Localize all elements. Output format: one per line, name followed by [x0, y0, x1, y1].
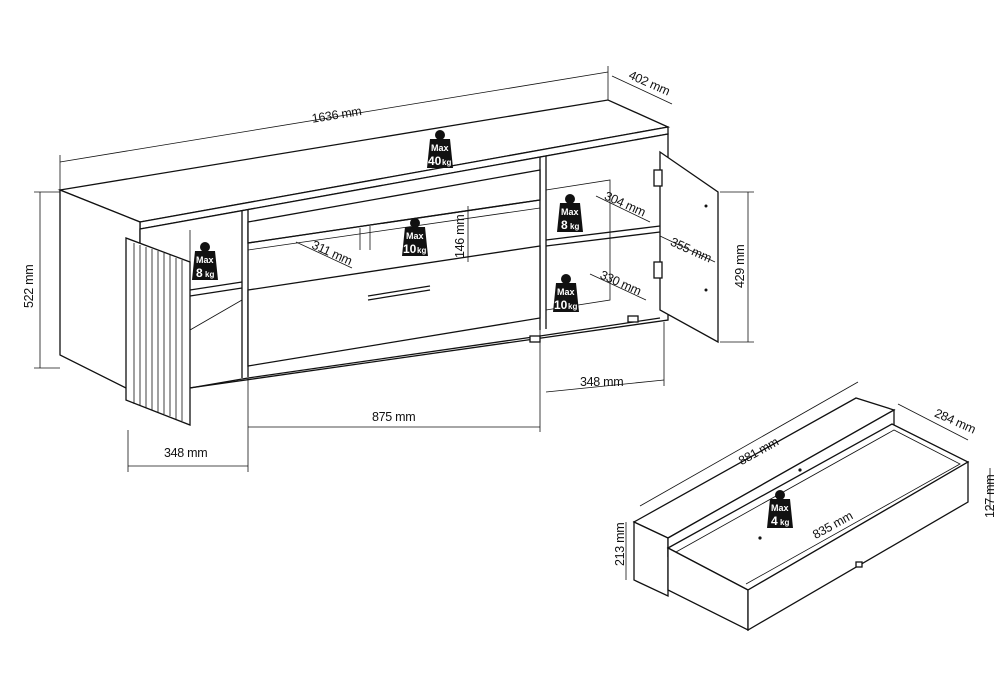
svg-text:kg: kg	[442, 158, 451, 167]
drawer-box-front	[747, 460, 969, 632]
svg-text:40: 40	[428, 154, 442, 168]
svg-text:8: 8	[561, 218, 568, 232]
hinge-top	[653, 169, 663, 187]
drawer-inner-rim	[675, 429, 961, 585]
svg-text:kg: kg	[417, 246, 426, 255]
svg-text:10: 10	[554, 298, 568, 312]
dim-left-width: 348 mm	[164, 446, 207, 460]
weight-icon-middle-shelf: Max 10 kg	[402, 218, 428, 256]
weight-icon-left-shelf: Max 8 kg	[192, 242, 218, 280]
svg-text:8: 8	[196, 266, 203, 280]
left-shelf-line	[189, 281, 243, 291]
leg-mid	[529, 335, 541, 343]
drawer-latch	[855, 561, 863, 568]
weight-icon-right-lower: Max 10 kg	[553, 274, 579, 312]
drawer-handle	[367, 285, 431, 297]
left-shelf-line-2	[189, 287, 243, 297]
hinge-bottom	[653, 261, 663, 279]
dim-niche-height: 146 mm	[453, 215, 467, 258]
dim-drawer-depth: 284 mm	[932, 406, 977, 436]
dim-middle-width: 875 mm	[372, 410, 415, 424]
dim-right-width: 348 mm	[580, 375, 623, 389]
svg-text:Max: Max	[431, 143, 449, 153]
drawer-detail	[625, 381, 991, 632]
leg-right	[627, 315, 639, 323]
door-dot-2	[704, 288, 708, 292]
middle-shelf-back	[247, 207, 541, 251]
dim-width-total: 1636 mm	[311, 104, 363, 126]
svg-text:Max: Max	[196, 255, 214, 265]
right-door[interactable]	[659, 150, 719, 344]
weight-icon-right-upper: Max 8 kg	[557, 194, 583, 232]
svg-text:kg: kg	[205, 270, 214, 279]
svg-text:Max: Max	[557, 287, 575, 297]
svg-text:10: 10	[403, 242, 417, 256]
svg-text:Max: Max	[561, 207, 579, 217]
dim-drawer-front-height: 213 mm	[613, 523, 627, 566]
dimension-lines	[34, 66, 754, 472]
right-shelf-2	[545, 231, 661, 247]
plinth	[189, 317, 661, 389]
middle-shelf-edge	[247, 199, 541, 244]
drawer-handle-2	[367, 289, 431, 301]
svg-text:Max: Max	[406, 231, 424, 241]
dim-drawer-side-height: 127 mm	[983, 475, 997, 518]
door-slats	[133, 243, 183, 421]
svg-text:Max: Max	[771, 503, 789, 513]
right-shelf	[545, 225, 661, 241]
svg-text:4: 4	[771, 514, 778, 528]
svg-text:kg: kg	[568, 302, 577, 311]
drawer-front-face-side	[633, 520, 669, 598]
dim-height-total: 522 mm	[22, 265, 36, 308]
svg-text:kg: kg	[570, 222, 579, 231]
dim-right-height: 429 mm	[733, 245, 747, 288]
weight-icon-drawer: Max 4 kg	[767, 490, 793, 528]
drawer-front	[247, 245, 541, 367]
weight-icon-top: Max 40 kg	[427, 130, 453, 168]
door-dot	[704, 204, 708, 208]
tv-cabinet	[57, 99, 719, 426]
svg-text:kg: kg	[780, 518, 789, 527]
